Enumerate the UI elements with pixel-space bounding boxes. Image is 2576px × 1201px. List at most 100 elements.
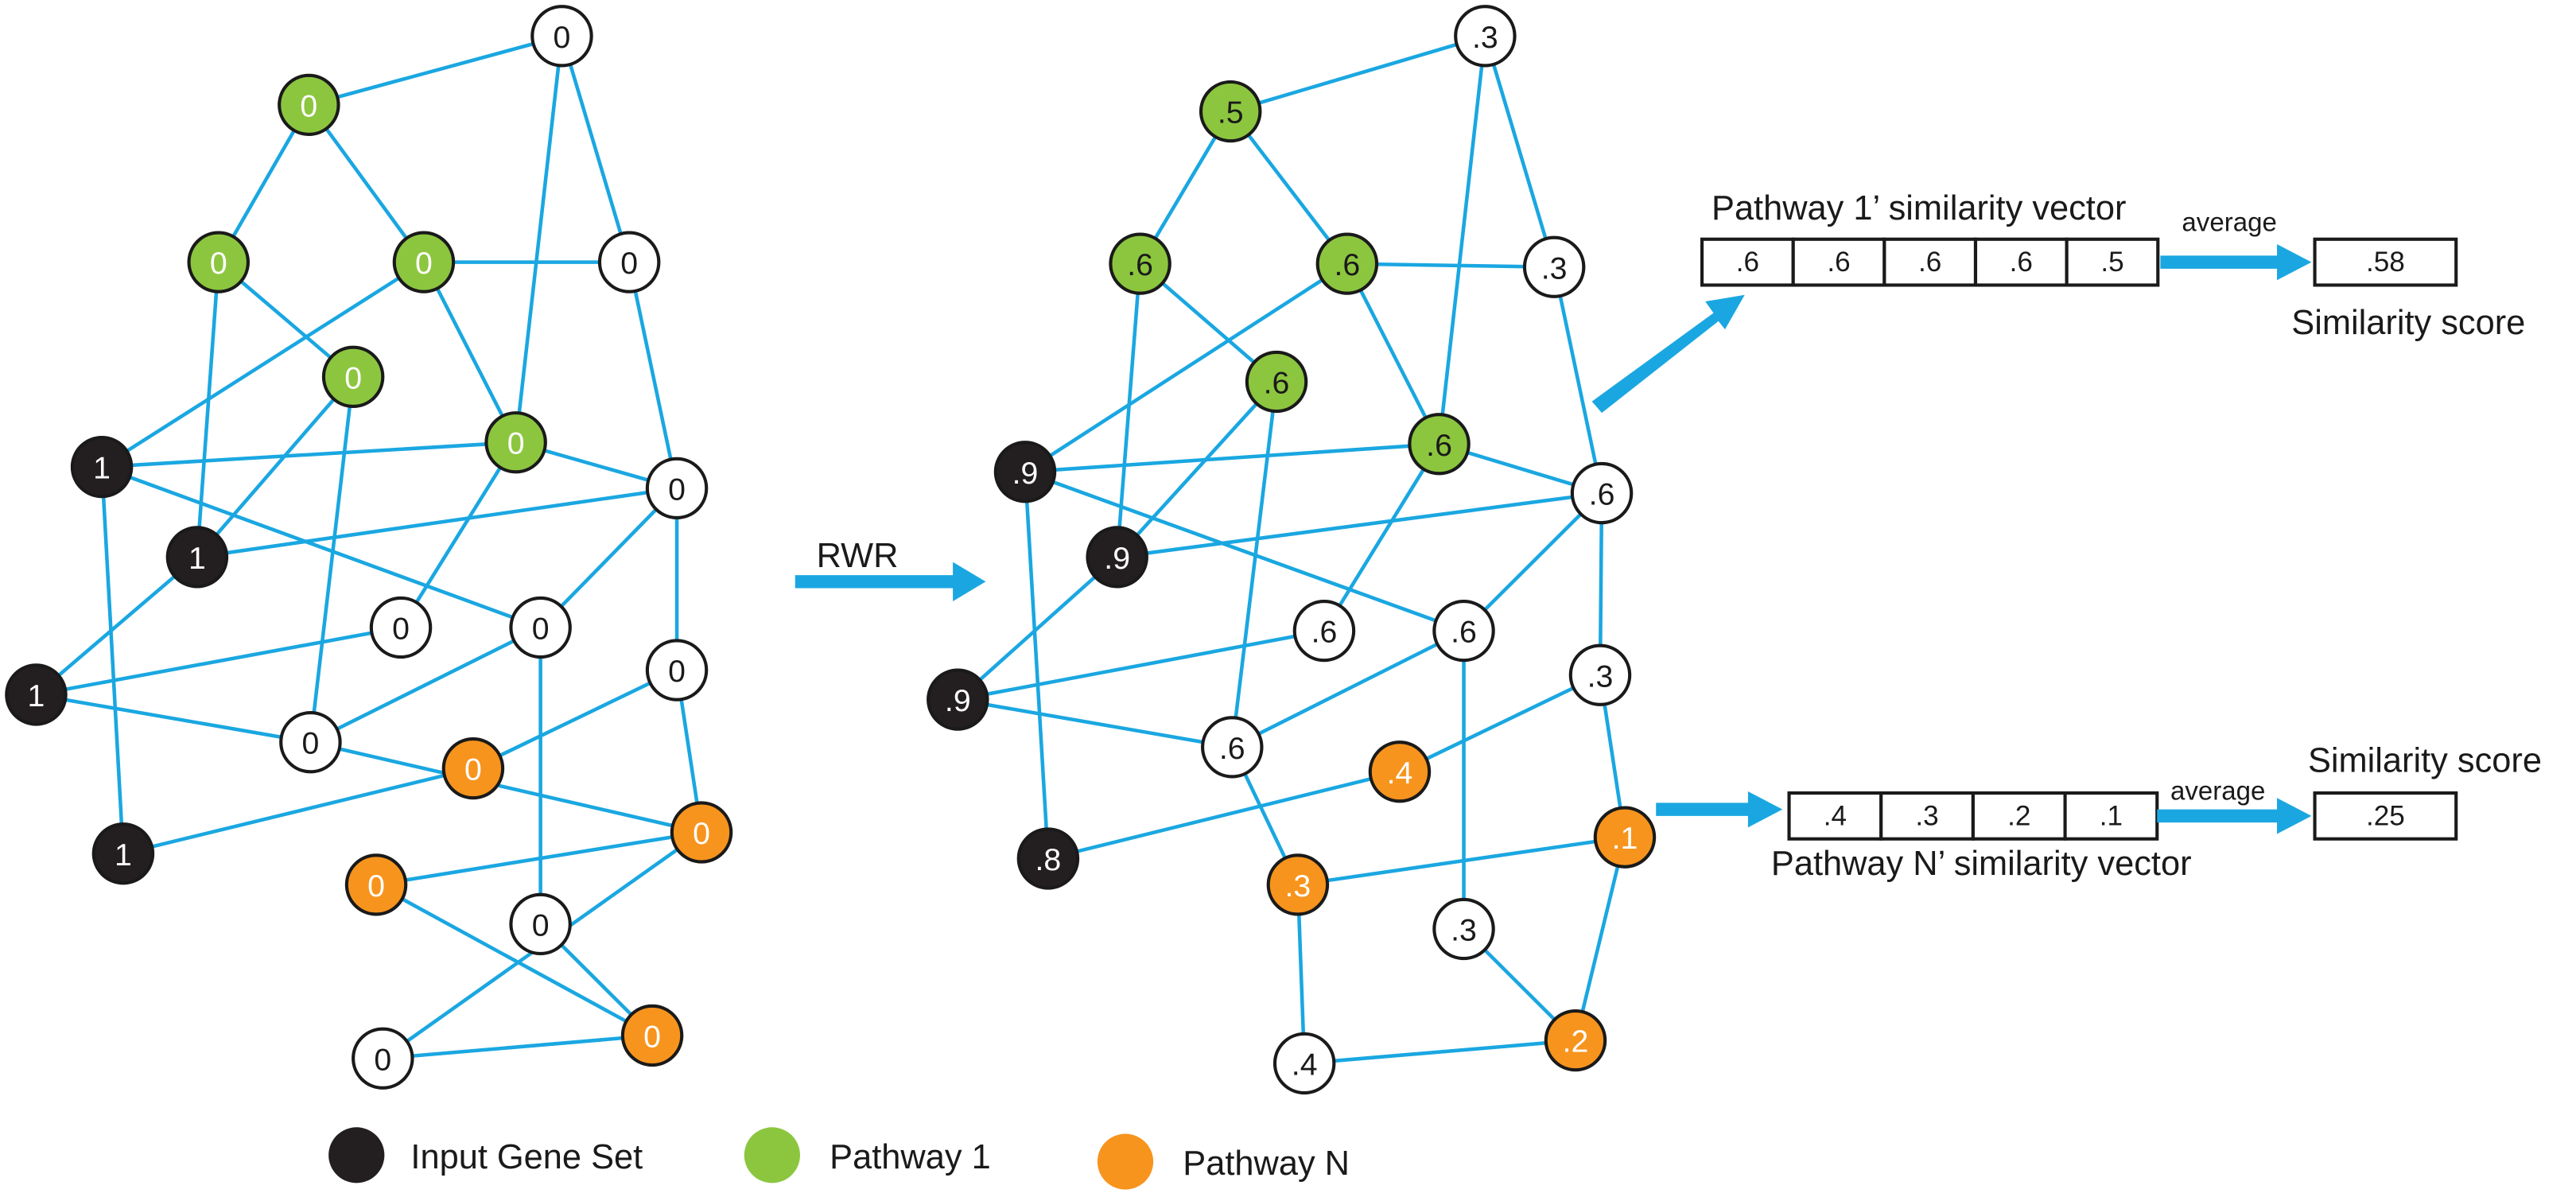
before-node-pathway1: 0: [321, 345, 385, 408]
before-node-circle: [5, 663, 68, 726]
before-node-label: 0: [643, 1020, 661, 1055]
before-node-circle: [187, 231, 250, 293]
after-node-pathway1: .6: [1315, 232, 1379, 295]
before-node-circle: [321, 345, 385, 408]
before-node-other: 0: [369, 596, 433, 659]
after-node-circle: [1432, 897, 1495, 961]
before-edge: [375, 830, 702, 887]
legend-input-label: Input Gene Set: [410, 1138, 643, 1176]
after-node-circle: [1266, 853, 1330, 916]
before-node-circle: [530, 5, 593, 68]
before-edge: [383, 1033, 653, 1061]
before-node-label: 0: [620, 247, 638, 281]
legend-input-swatch: [328, 1127, 385, 1184]
before-edge: [101, 440, 516, 469]
after-node-label: .2: [1563, 1025, 1589, 1059]
before-node-circle: [670, 801, 733, 864]
after-node-label: .3: [1285, 869, 1311, 904]
after-node-circle: [1368, 740, 1432, 803]
pathwayN-average-label: average: [2170, 775, 2265, 805]
before-edge: [195, 262, 221, 558]
after-node-label: .6: [1426, 429, 1452, 463]
before-node-label: 0: [532, 612, 550, 647]
pathway1-vector-cell-value: .6: [2010, 247, 2033, 278]
after-edge: [957, 698, 1233, 749]
after-node-circle: [1432, 599, 1495, 663]
pathwayN-vector-cell: [2063, 791, 2159, 841]
after-nodes: .3.5.6.6.3.6.6.9.6.9.6.6.9.6.3.4.8.3.1.3…: [927, 5, 1657, 1095]
after-node-circle: [1315, 232, 1379, 295]
pathway1-vector-cell-value: .5: [2100, 247, 2123, 278]
before-edge: [538, 487, 678, 629]
legend-pathway1-swatch: [744, 1127, 800, 1184]
before-node-input: 1: [165, 526, 229, 589]
after-node-label: .6: [1334, 248, 1360, 282]
network-after-rwr: .3.5.6.6.3.6.6.9.6.9.6.6.9.6.3.4.8.3.1.3…: [927, 5, 1657, 1095]
before-node-other: 0: [645, 639, 709, 702]
after-node-circle: [1408, 413, 1471, 476]
before-node-label: 1: [188, 542, 206, 576]
after-node-pathway1: .5: [1199, 80, 1262, 143]
after-edge: [1552, 266, 1604, 494]
before-node-label: 0: [210, 247, 227, 281]
before-node-circle: [369, 596, 433, 659]
before-node-pathwayN: 0: [620, 1004, 684, 1067]
after-node-label: .6: [1127, 248, 1153, 282]
after-node-label: .1: [1612, 822, 1638, 856]
before-node-circle: [392, 231, 456, 293]
pathway1-score-label: Similarity score: [2291, 304, 2525, 342]
legend-pathway1-label: Pathway 1: [830, 1138, 991, 1176]
after-node-label: .4: [1292, 1048, 1318, 1082]
after-node-input: .9: [993, 441, 1057, 503]
after-node-other: .4: [1272, 1032, 1336, 1095]
rwr-arrow-shape: [795, 562, 986, 602]
pathwayN-similarity-vector: .4.3.2.1: [1787, 791, 2159, 841]
pathwayN-vector-title: Pathway N’ similarity vector: [1771, 845, 2192, 883]
before-edges: [34, 34, 704, 1061]
before-node-label: 0: [464, 753, 482, 787]
before-edge: [472, 668, 678, 771]
before-node-label: 0: [367, 869, 385, 904]
before-node-other: 0: [279, 711, 342, 774]
after-node-pathway1: .6: [1408, 413, 1471, 476]
before-node-label: 0: [374, 1043, 391, 1077]
before-edge: [34, 555, 199, 697]
before-edge: [399, 441, 518, 629]
after-node-other: .3: [1432, 897, 1495, 961]
after-edge: [1115, 380, 1278, 558]
before-node-circle: [597, 231, 661, 293]
after-edge: [1117, 491, 1603, 559]
pathway1-average-arrow: [2160, 243, 2312, 281]
pathway1-vector-cell-value: .6: [1827, 247, 1850, 278]
legend-pathwayN-label: Pathway N: [1183, 1145, 1350, 1183]
before-node-pathwayN: 0: [441, 737, 505, 800]
before-node-label: 0: [415, 247, 433, 281]
before-node-label: 0: [693, 817, 710, 851]
after-node-label: .6: [1451, 616, 1477, 650]
after-edge: [1323, 443, 1441, 632]
after-node-input: .9: [1086, 526, 1148, 589]
pathwayN-vector-cell-value: .1: [2100, 800, 2123, 831]
pathway1-vector-cell-value: .6: [1918, 247, 1941, 278]
after-node-label: .9: [1104, 542, 1130, 576]
after-edge: [1462, 492, 1603, 632]
before-node-pathway1: 0: [392, 231, 456, 293]
before-node-circle: [352, 1027, 414, 1090]
after-edge: [1398, 673, 1601, 774]
after-node-circle: [1570, 461, 1634, 525]
pathwayN-score: .25: [2366, 800, 2405, 831]
pathway1-diagonal-arrow: [1591, 294, 1745, 414]
before-edge: [308, 34, 563, 107]
pathway1-vector-cell: [2065, 237, 2160, 287]
after-node-circle: [1593, 806, 1657, 869]
before-node-circle: [70, 435, 134, 499]
pathway1-similarity-vector: .6.6.6.6.5: [1700, 237, 2160, 287]
before-node-label: 1: [93, 452, 111, 486]
before-edge: [196, 375, 355, 558]
after-node-other: .3: [1568, 643, 1632, 706]
after-node-label: .5: [1218, 96, 1244, 130]
before-node-circle: [441, 737, 505, 800]
before-node-other: 0: [509, 892, 572, 955]
before-node-other: 0: [352, 1027, 414, 1090]
